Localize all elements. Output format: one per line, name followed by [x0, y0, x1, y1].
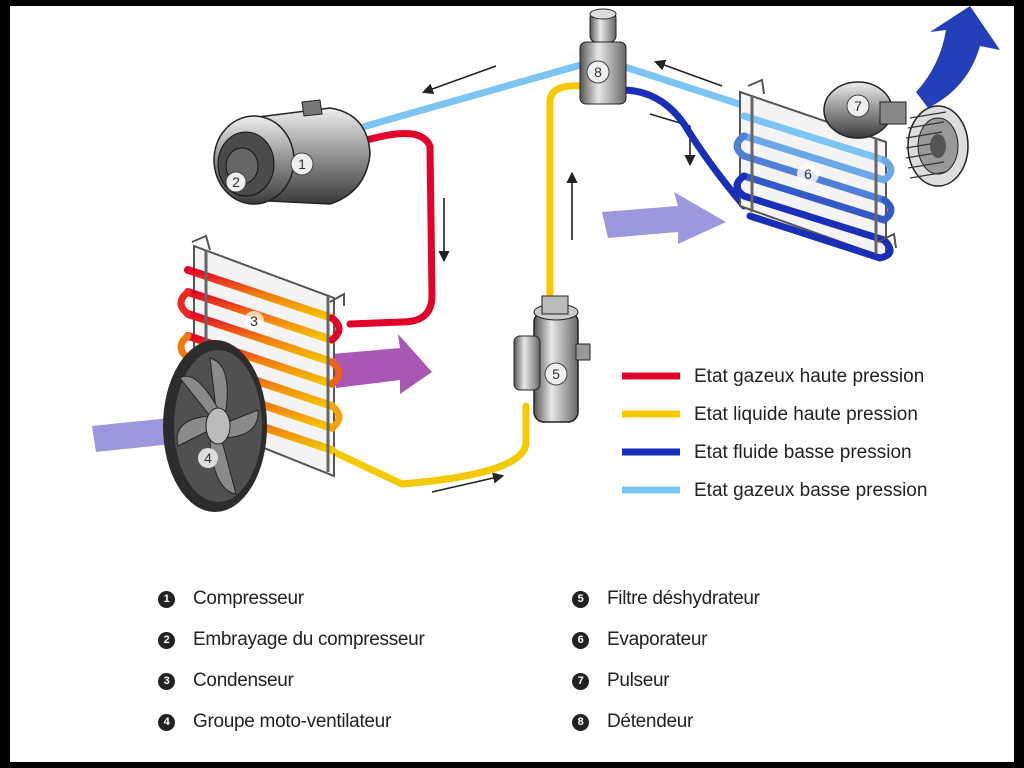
component-number-badge: 3: [158, 672, 175, 690]
component-number-badge: 1: [158, 590, 175, 608]
component-key-label: Pulseur: [607, 670, 670, 691]
expansion-valve: 8: [579, 8, 627, 105]
component-key-item: 8 Détendeur: [572, 711, 693, 733]
ac-circuit-diagram: 3 4 1 2: [92, 6, 1000, 512]
marker-7-label: 7: [854, 98, 862, 114]
marker-8: [586, 60, 610, 84]
air-outlet-arrow-blower: [916, 6, 1000, 108]
component-key-item: 4 Groupe moto-ventilateur: [158, 711, 391, 733]
blower: 7: [823, 81, 969, 187]
pipe-high-pressure-liquid-to-filter: [330, 402, 530, 488]
marker-3-label: 3: [250, 313, 258, 329]
compressor: 1 2: [213, 99, 371, 205]
air-inlet-arrow-evaporator: [602, 192, 726, 244]
marker-6-label: 6: [804, 166, 812, 182]
legend-label: Etat fluide basse pression: [694, 442, 912, 463]
legend-label: Etat gazeux haute pression: [694, 366, 924, 387]
air-outlet-arrow-condenser: [332, 334, 432, 394]
component-number-badge: 2: [158, 631, 175, 649]
diagram-page: 3 4 1 2: [10, 6, 1014, 762]
marker-5: [544, 362, 568, 386]
marker-4-label: 4: [204, 450, 212, 466]
component-key-label: Condenseur: [193, 670, 294, 691]
pipe-high-pressure-liquid-to-valve: [546, 82, 586, 304]
component-number-badge: 5: [572, 590, 589, 608]
marker-4: [198, 448, 218, 468]
marker-8-label: 8: [594, 64, 602, 80]
component-key-label: Groupe moto-ventilateur: [193, 711, 391, 732]
marker-5-label: 5: [552, 366, 560, 382]
component-key-label: Embrayage du compresseur: [193, 629, 425, 650]
component-key-label: Compresseur: [193, 588, 304, 609]
marker-3: [244, 311, 264, 331]
component-key-item: 6 Evaporateur: [572, 629, 708, 651]
component-number-badge: 7: [572, 672, 589, 690]
component-key-label: Filtre déshydrateur: [607, 588, 760, 609]
component-key-label: Evaporateur: [607, 629, 708, 650]
dehydrator-filter: 5: [513, 295, 591, 423]
legend-label: Etat liquide haute pression: [694, 404, 918, 425]
pipe-low-pressure-gas-suction: [348, 60, 588, 134]
marker-2-label: 2: [232, 174, 240, 190]
flow-arrow-evap-return: [653, 59, 723, 87]
component-number-badge: 4: [158, 713, 175, 731]
component-key-item: 5 Filtre déshydrateur: [572, 588, 760, 610]
component-key-item: 3 Condenseur: [158, 670, 294, 692]
marker-1-label: 1: [298, 156, 306, 172]
component-key-item: 1 Compresseur: [158, 588, 304, 610]
component-key-label: Détendeur: [607, 711, 694, 732]
flow-arrow-suction: [421, 65, 497, 95]
component-number-badge: 8: [572, 713, 589, 731]
legend-label: Etat gazeux basse pression: [694, 480, 927, 501]
component-key-item: 7 Pulseur: [572, 670, 670, 692]
component-number-badge: 6: [572, 631, 589, 649]
fan-unit: 4: [163, 340, 267, 512]
flow-arrow-liquid-out: [431, 472, 505, 493]
pipe-low-pressure-fluid: [618, 86, 748, 210]
marker-7: [846, 94, 870, 118]
marker-2: [225, 171, 247, 193]
component-key-item: 2 Embrayage du compresseur: [158, 629, 425, 651]
pipe-high-pressure-gas: [346, 130, 436, 328]
marker-6: [797, 163, 819, 185]
marker-1: [290, 152, 314, 176]
flow-direction-arrows: [421, 59, 723, 493]
